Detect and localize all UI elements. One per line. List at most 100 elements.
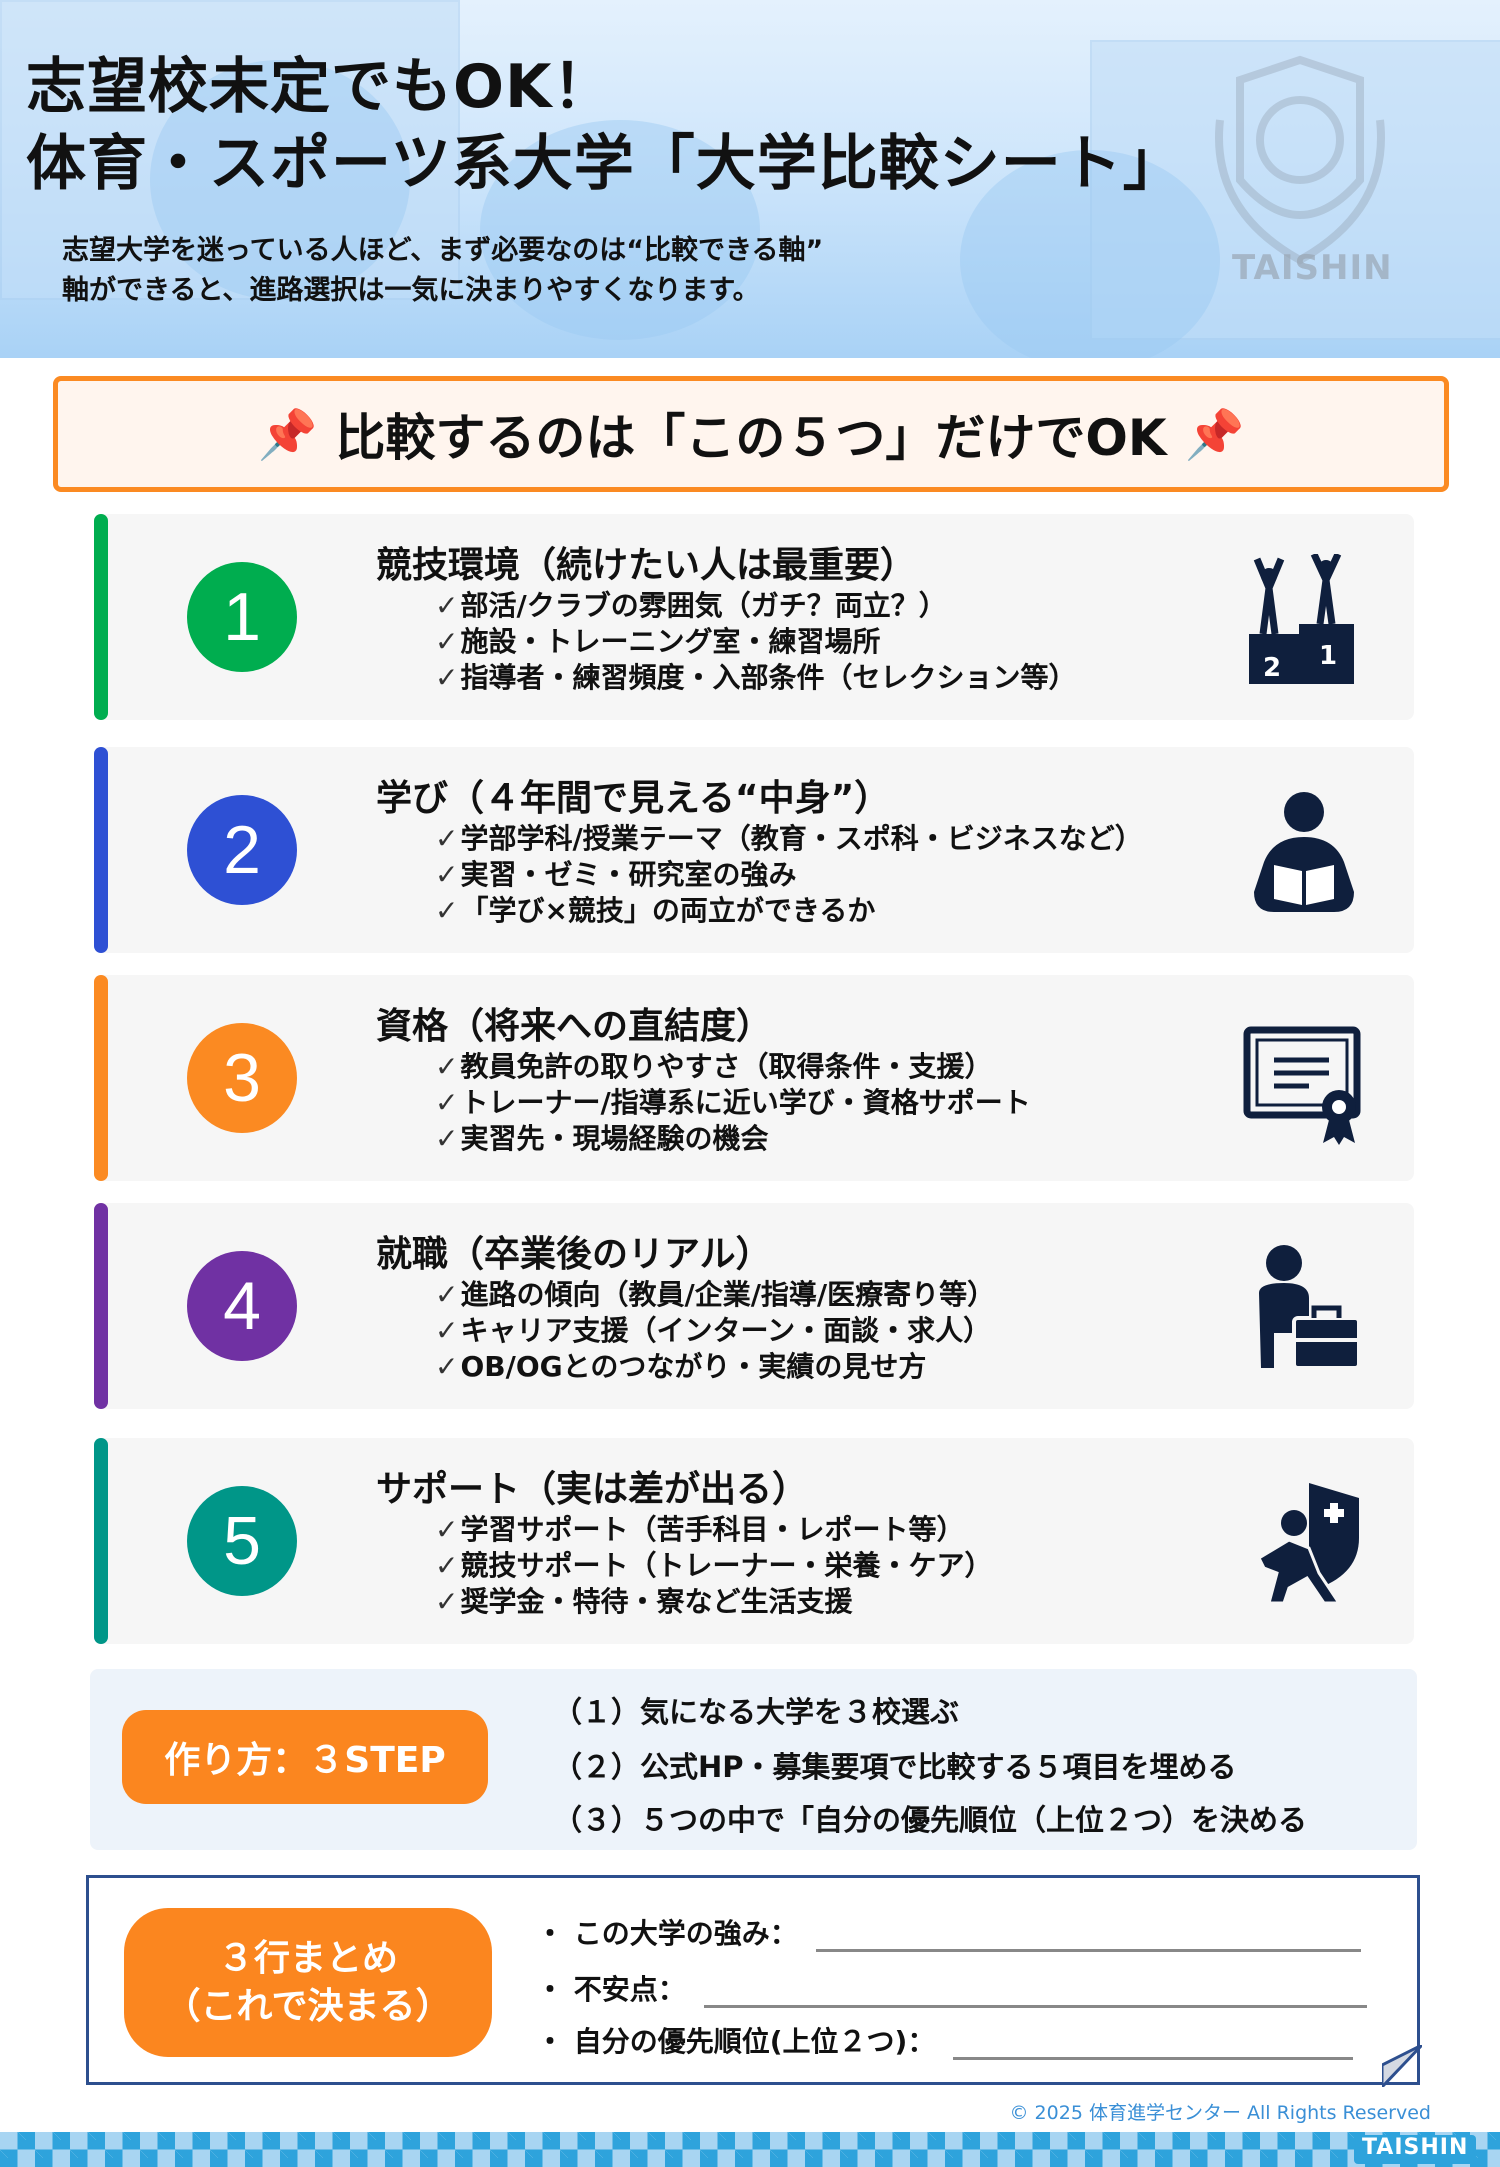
check-icon: ✓ bbox=[435, 1585, 459, 1618]
check-icon: ✓ bbox=[435, 822, 459, 855]
svg-text:2: 2 bbox=[1263, 653, 1281, 683]
tree-bg bbox=[150, 60, 410, 300]
fill-in-field[interactable] bbox=[703, 2005, 1367, 2008]
criteria-card-3: 3 資格（将来への直結度） ✓教員免許の取りやすさ（取得条件・支援）✓トレーナー… bbox=[94, 975, 1414, 1181]
reading-icon bbox=[1254, 792, 1354, 912]
card-heading: 学び（４年間で見える“中身”） bbox=[376, 778, 891, 819]
step-item: （２）公式HP・募集要項で比較する５項目を埋める bbox=[553, 1750, 1237, 1784]
building-bg bbox=[0, 0, 460, 300]
summary-line-label: ・ 自分の優先順位(上位２つ)： bbox=[536, 2025, 936, 2058]
summary-label-line2: （これで決まる） bbox=[164, 1985, 452, 2027]
check-icon: ✓ bbox=[435, 894, 459, 927]
copyright: © 2025 体育進学センター All Rights Reserved bbox=[1009, 2102, 1431, 2124]
checklist-text: 教員免許の取りやすさ（取得条件・支援） bbox=[460, 1050, 993, 1083]
checklist-item: ✓学部学科/授業テーマ（教育・スポ科・ビジネスなど） bbox=[435, 821, 1143, 857]
checklist-item: ✓学習サポート（苦手科目・レポート等） bbox=[435, 1512, 992, 1548]
checklist-text: 実習先・現場経験の機会 bbox=[460, 1122, 769, 1155]
summary-line-label: ・ 不安点： bbox=[536, 1973, 686, 2006]
subtitle-line1: 志望大学を迷っている人ほど、まず必要なのは“比較できる軸” bbox=[62, 235, 824, 266]
checklist-text: トレーナー/指導系に近い学び・資格サポート bbox=[460, 1086, 1031, 1119]
criteria-card-2: 2 学び（４年間で見える“中身”） ✓学部学科/授業テーマ（教育・スポ科・ビジネ… bbox=[94, 747, 1414, 953]
checklist-text: 施設・トレーニング室・練習場所 bbox=[460, 625, 881, 658]
checklist-text: 部活/クラブの雰囲気（ガチ？両立？） bbox=[460, 589, 947, 622]
taishin-watermark: TAISHIN bbox=[1232, 248, 1393, 288]
fill-in-field[interactable] bbox=[953, 2057, 1354, 2060]
briefcase-person-icon bbox=[1259, 1245, 1361, 1370]
card-checklist: ✓進路の傾向（教員/企業/指導/医療寄り等）✓キャリア支援（インターン・面談・求… bbox=[435, 1277, 995, 1385]
summary-label-line1: ３行まとめ bbox=[217, 1937, 398, 1979]
summary-line-concerns: ・ 不安点： bbox=[536, 1968, 1367, 2008]
checklist-text: 「学び×競技」の両立ができるか bbox=[460, 894, 876, 927]
certificate-icon bbox=[1243, 1026, 1361, 1145]
checklist-text: キャリア支援（インターン・面談・求人） bbox=[460, 1314, 992, 1347]
title-line2: 体育・スポーツ系大学「大学比較シート」 bbox=[26, 129, 1184, 199]
criteria-card-1: 1 競技環境（続けたい人は最重要） ✓部活/クラブの雰囲気（ガチ？両立？）✓施設… bbox=[94, 514, 1414, 720]
checklist-text: 指導者・練習頻度・入部条件（セレクション等） bbox=[460, 661, 1077, 694]
criteria-card-4: 4 就職（卒業後のリアル） ✓進路の傾向（教員/企業/指導/医療寄り等）✓キャリ… bbox=[94, 1203, 1414, 1409]
checklist-item: ✓進路の傾向（教員/企業/指導/医療寄り等） bbox=[435, 1277, 995, 1313]
check-icon: ✓ bbox=[435, 1549, 459, 1582]
checklist-item: ✓競技サポート（トレーナー・栄養・ケア） bbox=[435, 1548, 992, 1584]
card-accent-bar bbox=[94, 1203, 108, 1409]
checklist-item: ✓「学び×競技」の両立ができるか bbox=[435, 893, 1143, 929]
pushpin-icon: 📌 bbox=[1184, 406, 1245, 463]
card-checklist: ✓部活/クラブの雰囲気（ガチ？両立？）✓施設・トレーニング室・練習場所✓指導者・… bbox=[435, 588, 1076, 696]
check-icon: ✓ bbox=[435, 1513, 459, 1546]
checklist-item: ✓奨学金・特待・寮など生活支援 bbox=[435, 1584, 992, 1620]
pushpin-icon: 📌 bbox=[257, 406, 318, 463]
check-icon: ✓ bbox=[435, 625, 459, 658]
header-banner: 志望校未定でもOK！ 体育・スポーツ系大学「大学比較シート」 志望大学を迷ってい… bbox=[0, 0, 1500, 358]
tree-bg bbox=[960, 150, 1220, 358]
card-checklist: ✓教員免許の取りやすさ（取得条件・支援）✓トレーナー/指導系に近い学び・資格サポ… bbox=[435, 1049, 1031, 1157]
page-curl-icon bbox=[1382, 2045, 1422, 2087]
step-item: （１）気になる大学を３校選ぶ bbox=[553, 1695, 960, 1729]
building-bg bbox=[1090, 40, 1500, 340]
card-accent-bar bbox=[94, 514, 108, 720]
card-heading: 就職（卒業後のリアル） bbox=[376, 1234, 772, 1275]
card-number-badge: 1 bbox=[187, 562, 297, 672]
checklist-text: 進路の傾向（教員/企業/指導/医療寄り等） bbox=[460, 1278, 996, 1311]
card-heading: サポート（実は差が出る） bbox=[376, 1469, 809, 1510]
taishin-badge: TAISHIN bbox=[1354, 2135, 1477, 2164]
card-accent-bar bbox=[94, 975, 108, 1181]
checklist-item: ✓教員免許の取りやすさ（取得条件・支援） bbox=[435, 1049, 1031, 1085]
check-icon: ✓ bbox=[435, 1278, 459, 1311]
svg-text:1: 1 bbox=[1319, 641, 1337, 671]
checklist-item: ✓OB/OGとのつながり・実績の見せ方 bbox=[435, 1349, 995, 1385]
checklist-item: ✓トレーナー/指導系に近い学び・資格サポート bbox=[435, 1085, 1031, 1121]
checklist-item: ✓指導者・練習頻度・入部条件（セレクション等） bbox=[435, 660, 1076, 696]
card-number-badge: 5 bbox=[187, 1486, 297, 1596]
card-heading: 競技環境（続けたい人は最重要） bbox=[376, 545, 917, 586]
check-icon: ✓ bbox=[435, 1050, 459, 1083]
checker-footer-strip bbox=[0, 2132, 1500, 2167]
card-number-badge: 2 bbox=[187, 795, 297, 905]
lion-crest-icon bbox=[1215, 55, 1385, 265]
summary-box: ３行まとめ （これで決まる） bbox=[86, 1875, 1420, 2085]
summary-line-label: ・ この大学の強み： bbox=[536, 1917, 798, 1950]
check-icon: ✓ bbox=[435, 589, 459, 622]
summary-label: ３行まとめ （これで決まる） bbox=[124, 1908, 492, 2057]
checklist-text: 学部学科/授業テーマ（教育・スポ科・ビジネスなど） bbox=[460, 822, 1143, 855]
tree-bg bbox=[480, 120, 760, 340]
checklist-item: ✓施設・トレーニング室・練習場所 bbox=[435, 624, 1076, 660]
support-shield-icon bbox=[1257, 1483, 1359, 1605]
card-accent-bar bbox=[94, 747, 108, 953]
summary-line-priority: ・ 自分の優先順位(上位２つ)： bbox=[536, 2020, 1354, 2060]
checklist-text: 実習・ゼミ・研究室の強み bbox=[460, 858, 797, 891]
checklist-item: ✓部活/クラブの雰囲気（ガチ？両立？） bbox=[435, 588, 1076, 624]
how-to-steps: 作り方：３STEP （１）気になる大学を３校選ぶ （２）公式HP・募集要項で比較… bbox=[90, 1669, 1417, 1850]
check-icon: ✓ bbox=[435, 1350, 459, 1383]
subtitle-line2: 軸ができると、進路選択は一気に決まりやすくなります。 bbox=[62, 275, 760, 306]
card-accent-bar bbox=[94, 1438, 108, 1644]
checklist-text: 奨学金・特待・寮など生活支援 bbox=[460, 1585, 853, 1618]
card-checklist: ✓学習サポート（苦手科目・レポート等）✓競技サポート（トレーナー・栄養・ケア）✓… bbox=[435, 1512, 992, 1620]
fill-in-field[interactable] bbox=[815, 1949, 1361, 1952]
check-icon: ✓ bbox=[435, 1122, 459, 1155]
step-item: （３）５つの中で「自分の優先順位（上位２つ）を決める bbox=[553, 1803, 1308, 1837]
five-points-banner: 📌 比較するのは「この５つ」だけでOK 📌 bbox=[53, 376, 1449, 492]
card-number-badge: 3 bbox=[187, 1023, 297, 1133]
criteria-card-5: 5 サポート（実は差が出る） ✓学習サポート（苦手科目・レポート等）✓競技サポー… bbox=[94, 1438, 1414, 1644]
check-icon: ✓ bbox=[435, 1086, 459, 1119]
card-number-badge: 4 bbox=[187, 1251, 297, 1361]
